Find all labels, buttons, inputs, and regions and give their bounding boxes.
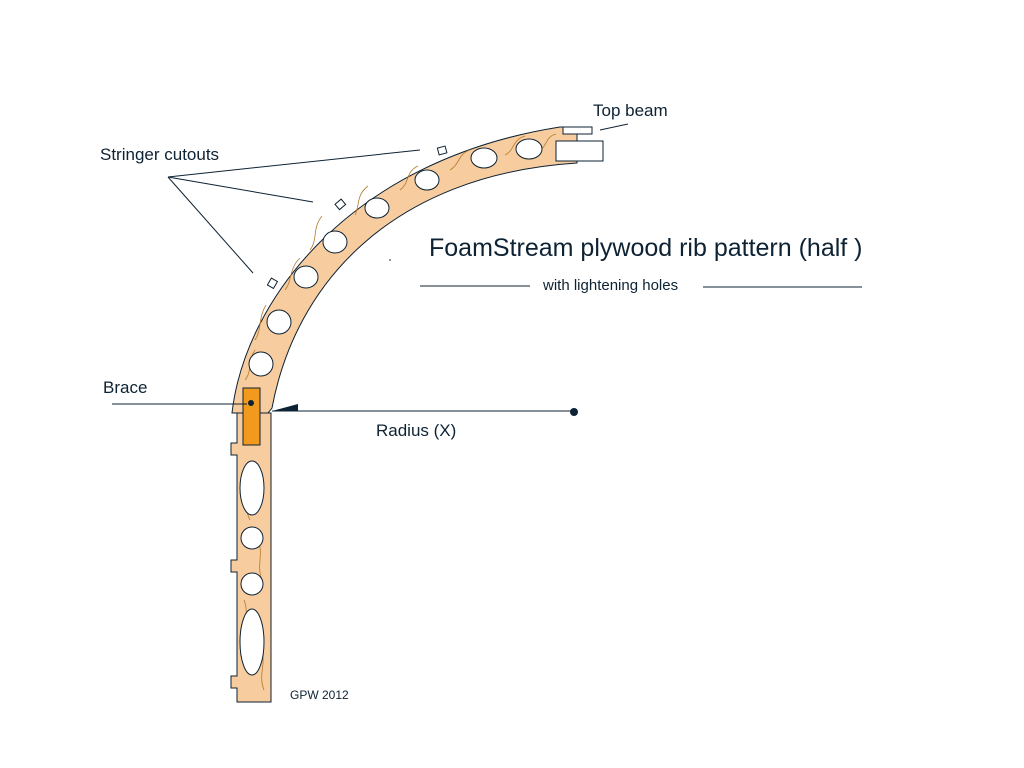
diagram-title: FoamStream plywood rib pattern (half ) (429, 234, 863, 262)
stringer-cutouts-label: Stringer cutouts (100, 145, 220, 164)
top-beam-label: Top beam (593, 101, 668, 120)
top-beam-leader (599, 123, 629, 131)
top-beam (555, 126, 604, 162)
rib-arc-segment (231, 126, 578, 414)
credit-label: GPW 2012 (290, 688, 349, 702)
brace-label: Brace (103, 378, 148, 397)
brace (242, 387, 261, 446)
radius-label: Radius (X) (376, 421, 457, 440)
stringer-leader-lines (167, 149, 421, 274)
lightening-holes (239, 138, 543, 676)
wood-grain (242, 133, 557, 691)
stringer-notches (266, 145, 448, 290)
diagram-subtitle: with lightening holes (543, 277, 679, 294)
radius-line (272, 404, 578, 416)
stray-dot (389, 259, 391, 261)
brace-dot (248, 400, 254, 406)
